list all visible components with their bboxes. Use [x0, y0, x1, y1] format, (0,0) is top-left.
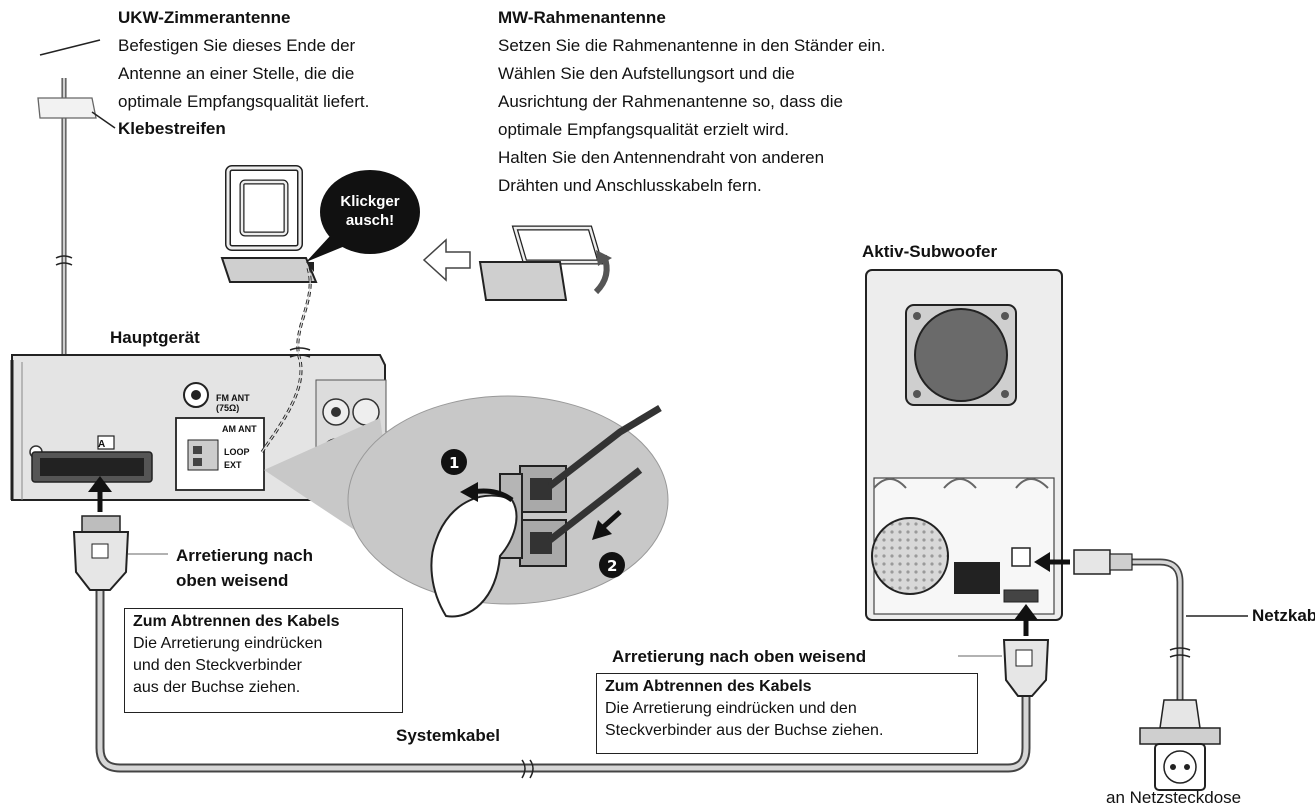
am-loop-antenna: [220, 165, 318, 453]
fm-antenna-line-1: Befestigen Sie dieses Ende der: [118, 36, 356, 55]
step-1-label: 1: [449, 454, 459, 472]
lock-label-right: Arretierung nach oben weisend: [612, 647, 867, 666]
port-a-label: A: [98, 439, 105, 450]
am-port-label: AM ANT: [222, 424, 257, 434]
insert-arrow: [422, 238, 471, 282]
system-plug-right: [958, 604, 1050, 697]
am-ext-label: EXT: [224, 460, 242, 470]
fm-antenna-line-2: Antenne an einer Stelle, die die: [118, 64, 355, 83]
adhesive-tape: [37, 97, 116, 129]
disconnect-box-right: Zum Abtrennen des Kabels Die Arretierung…: [596, 673, 978, 754]
am-antenna-line-4: optimale Empfangsqualität erzielt wird.: [498, 120, 790, 139]
subwoofer: [865, 269, 1063, 621]
disconnect-left-title: Zum Abtrennen des Kabels: [133, 613, 340, 630]
click-bubble-text: Klickger ausch!: [340, 193, 400, 229]
tape-label: Klebestreifen: [118, 119, 226, 138]
disconnect-right-title: Zum Abtrennen des Kabels: [605, 678, 812, 695]
disconnect-box-left: Zum Abtrennen des Kabels Die Arretierung…: [124, 608, 403, 713]
am-antenna-line-6: Drähten und Anschlusskabeln fern.: [498, 176, 762, 195]
click-bubble: [306, 170, 420, 262]
disconnect-left-body: Die Arretierung eindrücken und den Steck…: [133, 635, 323, 696]
step-1-marker: [441, 449, 467, 475]
subwoofer-title: Aktiv-Subwoofer: [862, 242, 998, 261]
power-cable-label: Netzkabel: [1252, 606, 1315, 625]
fm-port-ohm-label: (75Ω): [216, 403, 239, 413]
system-cable: [95, 565, 1031, 779]
system-plug-left: [72, 476, 168, 591]
step-2-label: 2: [607, 557, 617, 575]
disconnect-right-body: Die Arretierung eindrücken und den Steck…: [605, 700, 884, 739]
system-cable-label: Systemkabel: [396, 726, 500, 745]
main-unit-title: Hauptgerät: [110, 328, 200, 347]
power-inlet: [1011, 547, 1031, 567]
am-antenna-line-1: Setzen Sie die Rahmenantenne in den Stän…: [498, 36, 886, 55]
port-a-label-box: [97, 435, 115, 450]
fm-port-label: FM ANT: [216, 393, 250, 403]
wall-outlet: [1154, 743, 1206, 791]
am-loop-label: LOOP: [224, 447, 250, 457]
lock-label-left: Arretierung nach oben weisend: [176, 546, 313, 590]
outlet-label: an Netzsteckdose: [1106, 788, 1242, 807]
loop-antenna-stand: [478, 225, 612, 301]
power-cable: [1034, 549, 1248, 745]
am-antenna-line-5: Halten Sie den Antennendraht von anderen: [498, 148, 825, 167]
fm-antenna-title: UKW-Zimmerantenne: [118, 8, 291, 27]
system-port-sub: [1003, 589, 1039, 603]
am-antenna-line-3: Ausrichtung der Rahmenantenne so, dass d…: [498, 92, 843, 111]
step-2-marker: [599, 552, 625, 578]
fm-antenna-line-3: optimale Empfangsqualität liefert.: [118, 92, 370, 111]
am-antenna-title: MW-Rahmenantenne: [498, 8, 666, 27]
terminal-zoom-callout: [264, 395, 669, 618]
am-antenna-line-2: Wählen Sie den Aufstellungsort und die: [498, 64, 795, 83]
